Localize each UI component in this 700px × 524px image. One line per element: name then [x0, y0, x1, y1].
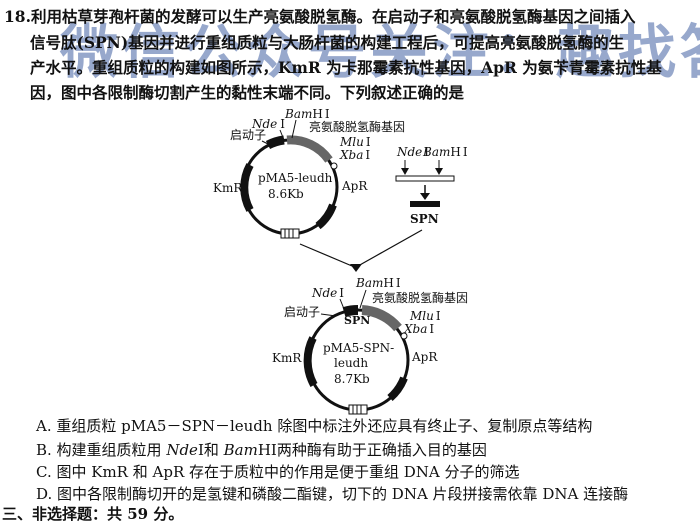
plasmid-2-promoter-label: 启动子 — [284, 305, 320, 319]
arrow-from-plasmid-1 — [299, 243, 353, 267]
plasmid-2-gene-label: 亮氨酸脱氢酶基因 — [372, 290, 468, 305]
plasmid-2-spn-label: SPN — [344, 314, 370, 327]
plasmid-1-mlu-label: Mlu — [339, 135, 364, 149]
plasmid-2-spn-segment — [342, 305, 359, 317]
question-line-3: 产水平。重组质粒的构建如图所示，KmR 为卡那霉素抗性基因，ApR 为氨苄青霉素… — [30, 58, 662, 77]
plasmid-1-gene-label: 亮氨酸脱氢酶基因 — [309, 119, 405, 134]
plasmid-1-apr-segment — [315, 203, 337, 230]
plasmid-1-promoter-label: 启动子 — [230, 128, 266, 142]
svg-text:NdeⅠ: NdeⅠ — [311, 286, 344, 300]
plasmid-1-apr-label: ApR — [341, 179, 368, 193]
plasmid-2-kmr-segment — [303, 336, 318, 387]
question-line-4: 因，图中各限制酶切割产生的黏性末端不同。下列叙述正确的是 — [30, 83, 465, 102]
plasmid-2-kmr-label: KmR — [272, 351, 302, 365]
section-heading: 三、非选择题：共 59 分。 — [2, 505, 184, 523]
plasmid-2-apr-segment — [387, 376, 408, 402]
plasmid-2-gene-segment — [361, 305, 402, 332]
question-number: 18. — [4, 7, 31, 26]
question-line-2: 信号肽(SPN)基因并进行重组质粒与大肠杆菌的构建工程后，可提高亮氨酸脱氢酶的生 — [30, 33, 625, 52]
option-c: C. 图中 KmR 和 ApR 存在于质粒中的作用是便于重组 DNA 分子的筛选 — [36, 463, 520, 481]
arrow-from-fragment — [357, 229, 423, 267]
plasmid-1-promoter-segment — [265, 135, 285, 150]
svg-text:BamHⅠ: BamHⅠ — [422, 145, 468, 159]
plasmid-2-nde-label: Nde — [311, 286, 337, 300]
fragment-spn-box — [410, 201, 440, 207]
plasmid-2-xba-label: Xba — [403, 322, 427, 336]
plasmid-1-nde-label: Nde — [251, 117, 277, 131]
svg-text:NdeⅠ: NdeⅠ — [396, 145, 429, 159]
plasmid-1-kmr-segment — [240, 163, 254, 212]
svg-text:BamHⅠ: BamHⅠ — [284, 107, 330, 121]
plasmid-1-bottom-element — [280, 228, 300, 239]
plasmid-2-mlu-site — [400, 332, 408, 340]
option-b-nde: Nde — [166, 441, 198, 459]
fragment-bam-label: Bam — [422, 145, 450, 159]
plasmid-2-name-line-2: leudh — [334, 356, 368, 370]
plasmid-1-size: 8.6Kb — [268, 187, 304, 201]
plasmid-1-bam-label: Bam — [284, 107, 312, 121]
option-d: D. 图中各限制酶切开的是氢键和磷酸二酯键，切下的 DNA 片段拼接需依靠 DN… — [36, 485, 629, 503]
plasmid-2-apr-label: ApR — [411, 350, 438, 364]
plasmid-1-gene-segment — [286, 135, 333, 163]
plasmid-1-name: pMA5-leudh — [258, 171, 333, 185]
fragment-top-strand — [395, 175, 455, 182]
svg-text:BamHⅠ: BamHⅠ — [355, 276, 401, 290]
plasmid-1-mlu-site — [330, 162, 338, 170]
plasmid-2-bam-label: Bam — [355, 276, 383, 290]
svg-text:NdeⅠ: NdeⅠ — [251, 117, 285, 131]
plasmid-2-name-line-1: pMA5-SPN- — [323, 341, 394, 355]
arrow-head — [350, 264, 362, 272]
plasmid-1-kmr-label: KmR — [213, 181, 243, 195]
option-b: B. 构建重组质粒用 NdeⅠ和 BamHⅠ两种酶有助于正确插入目的基因 — [36, 441, 487, 459]
option-a: A. 重组质粒 pMA5－SPN－leudh 除图中标注外还应具有终止子、复制原… — [36, 417, 593, 435]
fragment-label: SPN — [410, 212, 439, 226]
plasmid-2-bottom-element — [348, 404, 368, 415]
fragment-nde-label: Nde — [396, 145, 422, 159]
plasmid-2-size: 8.7Kb — [334, 372, 370, 386]
question-line-1: 18.利用枯草芽孢杆菌的发酵可以生产亮氨酸脱氢酶。在启动子和亮氨酸脱氢酶基因之间… — [4, 7, 636, 26]
plasmid-pma5-spn-leudh: pMA5-SPN- leudh 8.7Kb KmR ApR SPN 启动子 Nd… — [272, 276, 468, 415]
option-b-bam: Bam — [223, 441, 258, 459]
plasmid-2-mlu-label: Mlu — [409, 309, 434, 323]
plasmid-1-xba-label: Xba — [339, 148, 363, 162]
